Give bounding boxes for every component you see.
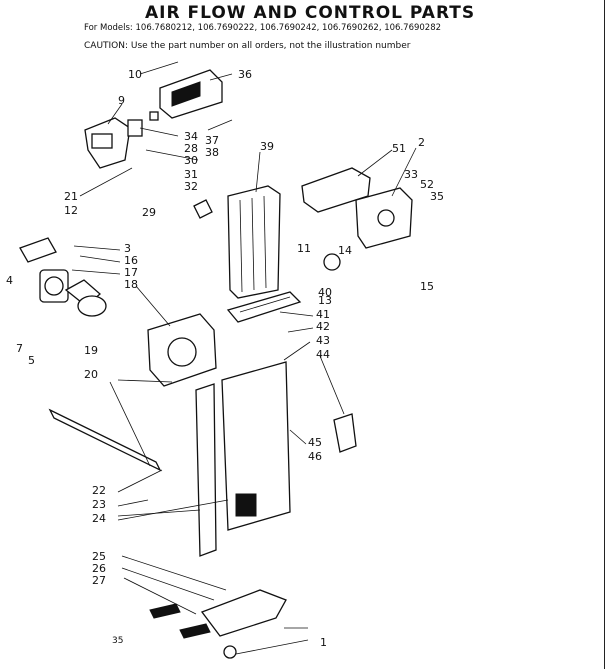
- drain-pan-part-25: [149, 589, 287, 639]
- gasket-part-34: [127, 119, 143, 137]
- callout-35: 35: [430, 190, 444, 203]
- back-panel-part-43: [221, 361, 291, 531]
- damper-housing-part-36: [159, 69, 223, 119]
- callout-40: 40: [318, 286, 332, 299]
- callout-7: 7: [16, 342, 23, 355]
- callout-52: 52: [420, 178, 434, 191]
- callout-39: 39: [260, 140, 274, 153]
- callout-14: 14: [338, 244, 352, 257]
- callout-34: 34: [184, 130, 198, 143]
- callout-25: 25: [92, 550, 106, 563]
- callout-51: 51: [392, 142, 406, 155]
- callout-21: 21: [64, 190, 78, 203]
- bracket-part-32: [193, 199, 213, 219]
- callout-30: 30: [184, 154, 198, 167]
- thermostat-part-33: [355, 187, 413, 249]
- rail-part-20: [48, 408, 162, 472]
- model-list: For Models: 106.7680212, 106.7690222, 10…: [84, 23, 442, 33]
- page-number: 35: [112, 636, 124, 646]
- control-bracket-part-51: [301, 167, 371, 213]
- callout-labels: 10 36 9 34 28 37 38 30 31 32 29 21 12 39…: [6, 68, 444, 649]
- callout-3: 3: [124, 242, 131, 255]
- callout-19: 19: [84, 344, 98, 357]
- motor-bracket-part-3: [19, 237, 57, 263]
- callout-13: 13: [318, 294, 332, 307]
- evaporator-cover-part-24: [195, 383, 217, 557]
- leader-lines: [71, 61, 417, 655]
- callout-36: 36: [238, 68, 252, 81]
- caution-note: CAUTION: Use the part number on all orde…: [84, 41, 411, 51]
- callout-26: 26: [92, 562, 106, 575]
- fan-shroud-part-18: [147, 313, 217, 387]
- callout-38: 38: [205, 146, 219, 159]
- control-knob-part-14: [323, 253, 341, 271]
- callout-43: 43: [316, 334, 330, 347]
- screw-part-1: [223, 645, 237, 659]
- callout-4: 4: [6, 274, 13, 287]
- callout-37: 37: [205, 134, 219, 147]
- callout-28: 28: [184, 142, 198, 155]
- callout-9: 9: [118, 94, 125, 107]
- control-switch-part-44: [333, 413, 357, 453]
- callout-23: 23: [92, 498, 106, 511]
- callout-24: 24: [92, 512, 106, 525]
- callout-31: 31: [184, 168, 198, 181]
- clip-part-28: [149, 111, 159, 121]
- callout-2: 2: [418, 136, 425, 149]
- callout-32: 32: [184, 180, 198, 193]
- callout-29: 29: [142, 206, 156, 219]
- callout-22: 22: [92, 484, 106, 497]
- callout-33: 33: [404, 168, 418, 181]
- fan-motor-part-5: [39, 269, 107, 317]
- callout-27: 27: [92, 574, 106, 587]
- callout-18: 18: [124, 278, 138, 291]
- callout-44: 44: [316, 348, 330, 361]
- callout-17: 17: [124, 266, 138, 279]
- grille-part-41: [226, 291, 302, 323]
- callout-16: 16: [124, 254, 138, 267]
- callout-12: 12: [64, 204, 78, 217]
- callout-20: 20: [84, 368, 98, 381]
- callout-5: 5: [28, 354, 35, 367]
- callout-42: 42: [316, 320, 330, 333]
- callout-11: 11: [297, 242, 311, 255]
- page-border-line: [604, 0, 605, 669]
- air-duct-part-39: [227, 185, 281, 299]
- callout-15: 15: [420, 280, 434, 293]
- callout-46: 46: [308, 450, 322, 463]
- diagram-title: AIR FLOW AND CONTROL PARTS: [145, 3, 476, 23]
- callout-1: 1: [320, 636, 327, 649]
- callout-45: 45: [308, 436, 322, 449]
- callout-10: 10: [128, 68, 142, 81]
- callout-41: 41: [316, 308, 330, 321]
- fan-motor-housing-part-9: [84, 117, 131, 169]
